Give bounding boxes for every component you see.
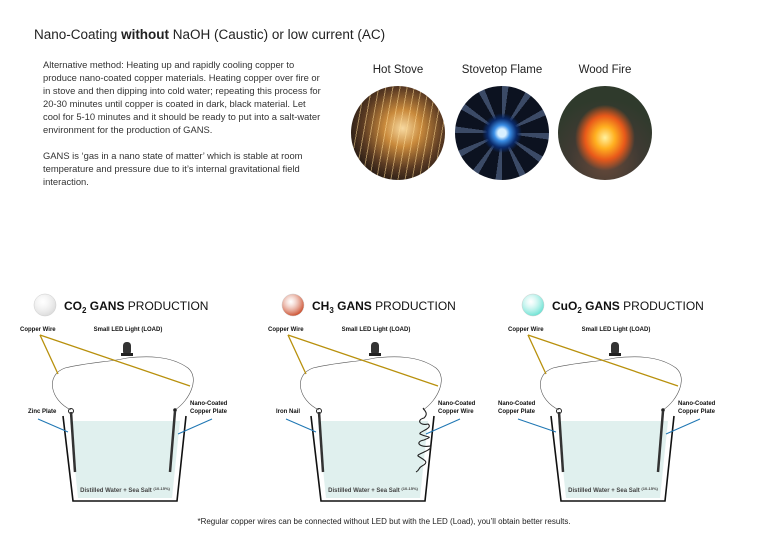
circuit-wire bbox=[52, 356, 194, 411]
led-light-label: Small LED Light (LOAD) bbox=[342, 327, 411, 333]
water-label: Distilled Water + Sea Salt (10-15%) bbox=[328, 486, 418, 494]
terminal bbox=[661, 408, 665, 412]
title-production: PRODUCTION bbox=[124, 299, 208, 313]
copper-wire-label: Copper Wire bbox=[20, 327, 56, 333]
page-title: Nano-Coating without NaOH (Caustic) or l… bbox=[34, 27, 385, 42]
wood-fire-photo bbox=[558, 86, 652, 180]
panel-title: CO2 GANS PRODUCTION bbox=[64, 299, 208, 315]
left-electrode bbox=[317, 411, 325, 473]
left-electrode-label: Nano-Coated bbox=[498, 401, 536, 407]
led-bulb bbox=[611, 342, 619, 355]
footnote: *Regular copper wires can be connected w… bbox=[197, 517, 571, 526]
right-electrode-label: Copper Wire bbox=[438, 409, 474, 415]
photo-label-wood-fire: Wood Fire bbox=[578, 64, 632, 76]
formula: CH bbox=[312, 299, 329, 313]
copper-pointer bbox=[287, 334, 439, 387]
compound-color-circle bbox=[521, 293, 545, 317]
water-label: Distilled Water + Sea Salt (10-15%) bbox=[568, 486, 658, 494]
right-electrode-label: Nano-Coated bbox=[190, 401, 228, 407]
title-pre: Nano-Coating bbox=[34, 27, 122, 42]
bucket bbox=[310, 415, 435, 502]
copper-pointer bbox=[527, 334, 547, 375]
copper-pointer bbox=[39, 334, 59, 375]
water bbox=[70, 421, 180, 498]
formula-subscript: 2 bbox=[82, 306, 87, 315]
copper-pointer bbox=[527, 334, 679, 387]
photo-label-stovetop-flame: Stovetop Flame bbox=[461, 64, 543, 76]
led-bulb bbox=[371, 342, 379, 355]
panel-title: CH3 GANS PRODUCTION bbox=[312, 299, 456, 315]
compound-color-circle bbox=[33, 293, 57, 317]
compound-color-circle bbox=[281, 293, 305, 317]
led-bulb bbox=[123, 342, 131, 355]
right-pointer-line bbox=[177, 418, 213, 435]
title-gans: GANS bbox=[86, 299, 124, 313]
left-electrode bbox=[69, 411, 77, 473]
water-text: Distilled Water + Sea Salt bbox=[568, 488, 641, 494]
gans-panel-2: CH3 GANS PRODUCTION Copper Wire Small LED … bbox=[268, 293, 476, 502]
circuit-wire bbox=[540, 356, 682, 411]
copper-pointer bbox=[287, 334, 307, 375]
water-superscript: (10-15%) bbox=[401, 486, 418, 491]
water-text: Distilled Water + Sea Salt bbox=[328, 488, 401, 494]
right-electrode bbox=[656, 410, 665, 473]
formula: CO bbox=[64, 299, 82, 313]
left-pointer-line bbox=[517, 418, 557, 433]
title-gans: GANS bbox=[334, 299, 372, 313]
title-production: PRODUCTION bbox=[620, 299, 704, 313]
left-electrode-label: Copper Plate bbox=[498, 409, 536, 415]
water-label: Distilled Water + Sea Salt (10-15%) bbox=[80, 486, 170, 494]
water-superscript: (10-15%) bbox=[641, 486, 658, 491]
bucket bbox=[62, 415, 187, 502]
description-paragraph-2: GANS is ‘gas in a nano state of matter’ … bbox=[43, 150, 303, 187]
left-electrode bbox=[557, 411, 565, 473]
title-production: PRODUCTION bbox=[372, 299, 456, 313]
water-superscript: (10-15%) bbox=[153, 486, 170, 491]
bucket bbox=[550, 415, 675, 502]
stovetop-flame-photo bbox=[455, 86, 549, 180]
gans-panel-3: CuO2 GANS PRODUCTION Copper Wire Small LED… bbox=[498, 293, 716, 502]
copper-wire-label: Copper Wire bbox=[268, 327, 304, 333]
panel-title: CuO2 GANS PRODUCTION bbox=[552, 299, 704, 315]
circuit-wire bbox=[300, 356, 442, 411]
right-electrode-label: Copper Plate bbox=[190, 409, 228, 415]
gans-panel-1: CO2 GANS PRODUCTION Copper Wire Small LED … bbox=[20, 293, 228, 502]
formula: CuO bbox=[552, 299, 577, 313]
copper-coil bbox=[415, 407, 432, 473]
right-electrode bbox=[168, 410, 177, 473]
copper-wire-label: Copper Wire bbox=[508, 327, 544, 333]
led-base bbox=[369, 353, 381, 356]
copper-pointer bbox=[39, 334, 191, 387]
water bbox=[318, 421, 428, 498]
hot-stove-photo bbox=[351, 86, 445, 180]
led-light-label: Small LED Light (LOAD) bbox=[94, 327, 163, 333]
formula-subscript: 2 bbox=[577, 306, 582, 315]
title-gans: GANS bbox=[582, 299, 620, 313]
right-electrode-label: Copper Plate bbox=[678, 409, 716, 415]
left-pointer-line bbox=[37, 418, 69, 433]
led-base bbox=[609, 353, 621, 356]
right-pointer-line bbox=[665, 418, 701, 435]
right-electrode-label: Nano-Coated bbox=[678, 401, 716, 407]
title-post: NaOH (Caustic) or low current (AC) bbox=[169, 27, 386, 42]
left-electrode-label: Zinc Plate bbox=[28, 409, 57, 415]
terminal bbox=[173, 408, 177, 412]
led-base bbox=[121, 353, 133, 356]
water bbox=[558, 421, 668, 498]
formula-subscript: 3 bbox=[329, 306, 334, 315]
description-paragraph-1: Alternative method: Heating up and rapid… bbox=[43, 59, 321, 135]
water-text: Distilled Water + Sea Salt bbox=[80, 488, 153, 494]
right-pointer-line bbox=[425, 418, 461, 435]
led-light-label: Small LED Light (LOAD) bbox=[582, 327, 651, 333]
right-electrode-label: Nano-Coated bbox=[438, 401, 476, 407]
left-pointer-line bbox=[285, 418, 317, 433]
left-electrode-label: Iron Nail bbox=[276, 409, 300, 415]
photo-label-hot-stove: Hot Stove bbox=[372, 64, 424, 76]
title-bold: without bbox=[121, 27, 170, 42]
